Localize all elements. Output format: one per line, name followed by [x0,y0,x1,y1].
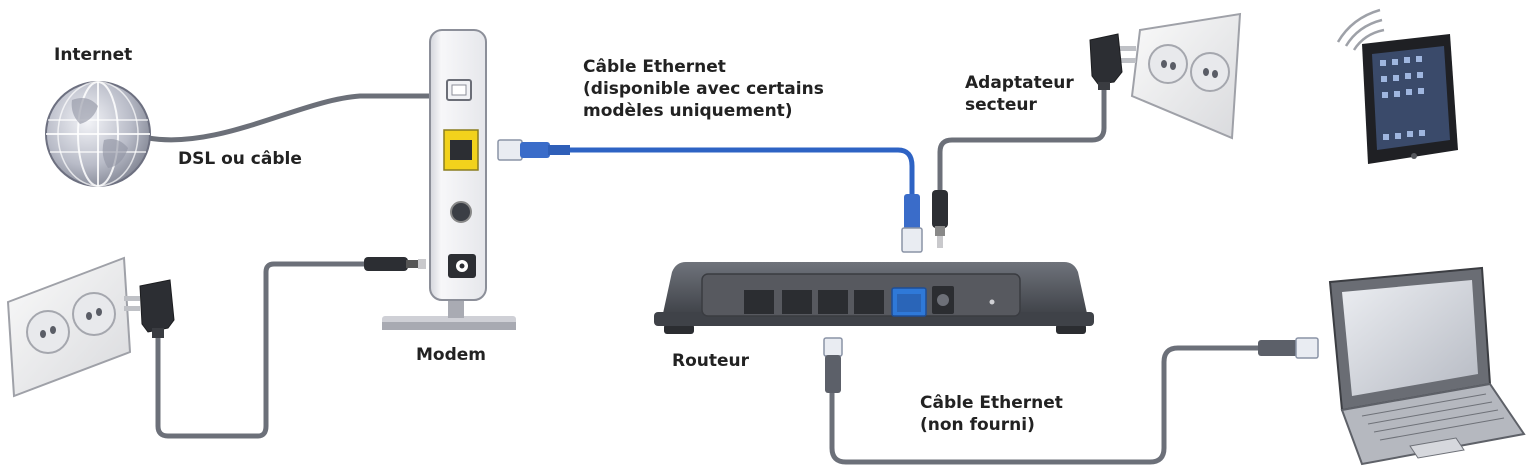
label-line: modèles uniquement) [583,101,793,121]
router-icon [654,262,1094,334]
power-adapter-icon [124,279,175,338]
ethernet-cable-blue [570,147,915,196]
modem-icon [382,29,516,330]
ethernet-plug-modem [497,139,570,161]
router-power-plug [932,190,948,248]
power-adapter-icon [1089,33,1136,90]
label-line: Câble Ethernet [920,393,1063,413]
laptop-icon [1328,266,1526,466]
modem-power-cable [155,261,366,439]
wall-outlet-icon [6,256,132,398]
router-lan-ports [744,290,884,314]
label-internet: Internet [54,45,133,65]
wifi-icon [1336,8,1385,51]
label-line: (disponible avec certains [583,79,824,99]
label-line: secteur [965,95,1037,115]
wall-outlet-icon [1130,12,1242,140]
label-router: Routeur [672,351,750,371]
label-line: Adaptateur [965,73,1074,93]
label-ethernet-cable-bottom: Câble Ethernet (non fourni) [920,392,1063,436]
label-line: Câble Ethernet [583,57,726,77]
label-modem: Modem [416,345,487,365]
globe-icon [45,81,151,187]
label-power-adapter: Adaptateur secteur [965,72,1074,116]
label-ethernet-cable-top: Câble Ethernet (disponible avec certains… [583,56,824,122]
ethernet-plug-laptop [1258,337,1319,359]
router-power-cable [937,78,1107,196]
tablet-icon [1362,34,1458,164]
label-line: (non fourni) [920,415,1035,435]
dsl-cable [145,93,449,143]
ethernet-cable-gray [829,345,1262,465]
ethernet-plug-router-bottom [823,337,843,393]
label-dsl-or-cable: DSL ou câble [178,149,302,169]
ethernet-plug-router-top [901,194,923,253]
modem-power-plug [364,257,426,271]
